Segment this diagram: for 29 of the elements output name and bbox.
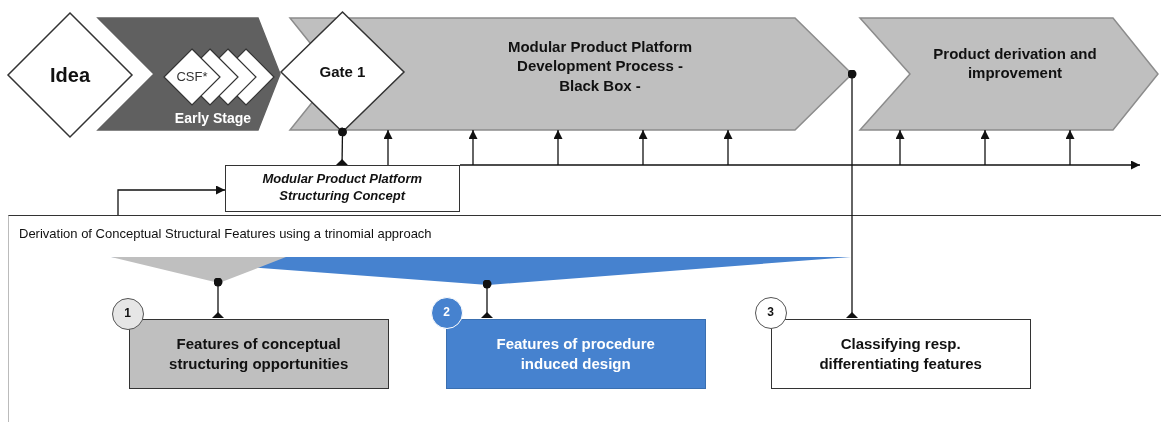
arrow: [468, 129, 478, 166]
phase-banner: [98, 18, 280, 130]
feature-box: Features of procedure induced design: [446, 319, 706, 389]
feature-box: Classifying resp. differentiating features: [771, 319, 1031, 389]
idea-diamond: Idea: [8, 13, 132, 137]
arrow: [980, 129, 990, 166]
number-circle: 1: [112, 298, 144, 330]
number-circle: 2: [431, 297, 463, 329]
arrow: [383, 129, 393, 166]
arrow: [117, 185, 226, 216]
connector-line: [846, 69, 858, 319]
gate-diamond: Gate 1: [281, 12, 404, 132]
connector-line: [212, 277, 224, 319]
arrow: [895, 129, 905, 166]
funnel-wedge: [111, 257, 286, 283]
connector-line: [336, 127, 348, 166]
phase-banner: Product derivation and improvement: [860, 18, 1158, 130]
concept-box: Modular Product Platform Structuring Concept: [225, 165, 460, 212]
feature-box: Features of conceptual structuring opportunities: [129, 319, 389, 389]
panel-heading: Derivation of Conceptual Structural Features using a trinomial approach: [19, 225, 432, 243]
panel: [8, 215, 1161, 422]
arrow: [553, 129, 563, 166]
connector-line: [481, 279, 493, 319]
stage-label: Early Stage: [174, 108, 252, 128]
arrow: [723, 129, 733, 166]
arrow: [1065, 129, 1075, 166]
arrow: [459, 160, 1141, 170]
arrow: [638, 129, 648, 166]
number-circle: 3: [755, 297, 787, 329]
